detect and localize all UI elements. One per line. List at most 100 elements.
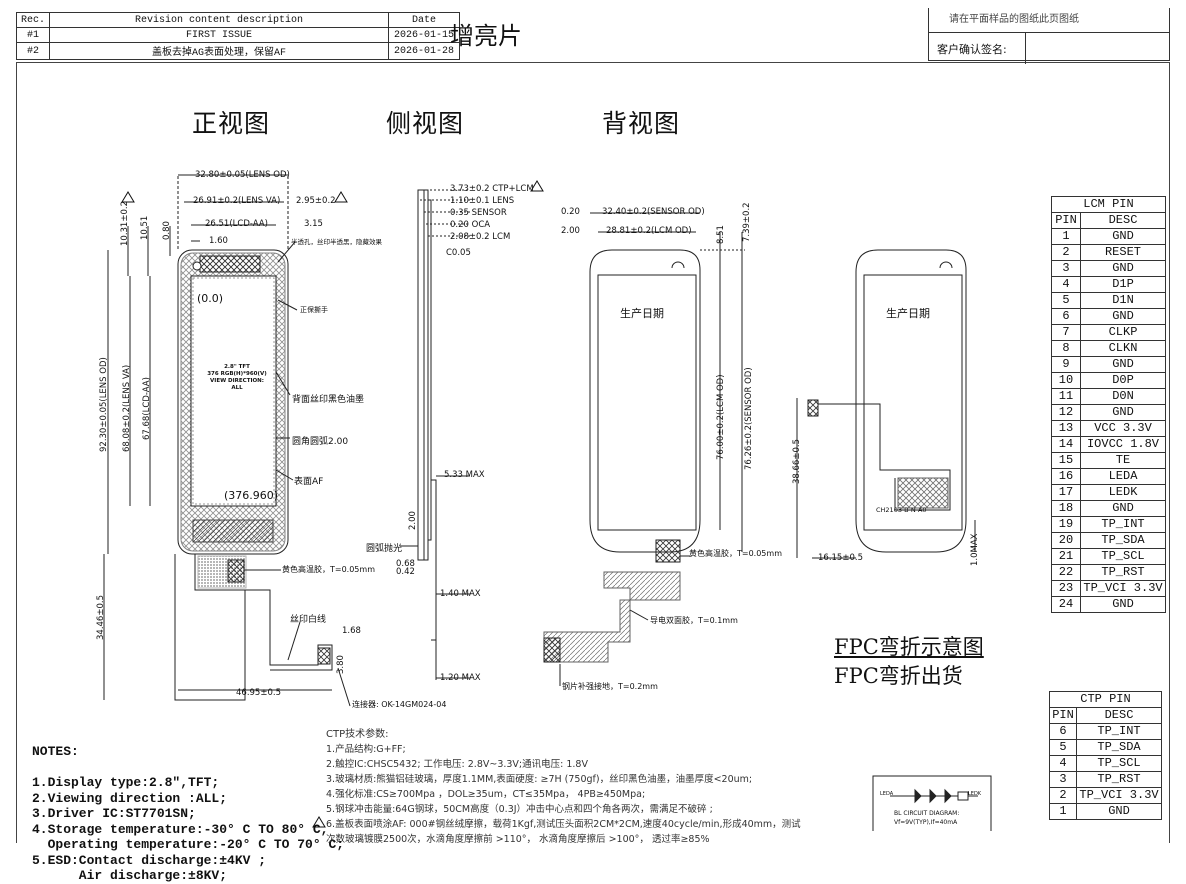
lcm-pin-number: 23 xyxy=(1051,580,1081,597)
panel-text-line: 2.8" TFT xyxy=(224,364,250,370)
lcm-pin-number: 16 xyxy=(1051,468,1081,485)
ctp-spec-line: 次数玻璃镀膜2500次，水滴角度摩擦前 >110°， 水滴角度摩擦后 >100°… xyxy=(326,834,710,845)
lcm-pin-number: 19 xyxy=(1051,516,1081,533)
ctp-spec-title: CTP技术参数: xyxy=(326,729,389,740)
dim-373: 3.73±0.2 CTP+LCM xyxy=(450,184,534,194)
panel-text-line: ALL xyxy=(231,385,243,391)
dim-1615: 16.15±0.5 xyxy=(818,553,863,563)
ctp-spec-line: 4.强化标准:CS≥700Mpa ，DOL≥35um，CT≤35Mpa， 4PB… xyxy=(326,789,646,800)
revision-row: #2 盖板去掉AG表面处理，保留AF 2026-01-28 xyxy=(15,42,461,60)
steel-note: 钢片补强接地，T=0.2mm xyxy=(562,682,658,691)
lcm-pin-desc: LEDK xyxy=(1080,484,1166,501)
fpc-ship-title: FPC弯折出货 xyxy=(834,664,963,688)
lcm-pin-number: 12 xyxy=(1051,404,1081,421)
lcm-pin-title: LCM PIN xyxy=(1051,196,1166,213)
panel-text-line: VIEW DIRECTION: xyxy=(210,378,264,384)
lcm-pin-desc: TP_SDA xyxy=(1080,532,1166,549)
ctp-pin-number: 3 xyxy=(1049,771,1077,788)
lcm-pin-desc: D1P xyxy=(1080,276,1166,293)
ctp-pin-title-row: CTP PIN xyxy=(1049,691,1162,708)
lcm-pin-desc: TE xyxy=(1080,452,1166,469)
ctp-pin-head-pin: PIN xyxy=(1049,707,1077,724)
engineering-drawing xyxy=(103,174,992,831)
dim-020: 0.20 OCA xyxy=(450,220,491,230)
fpc-bend-view xyxy=(796,249,976,559)
lcm-pin-desc: IOVCC 1.8V xyxy=(1080,436,1166,453)
bl-circuit-title: BL CIRCUIT DIAGRAM: xyxy=(894,810,960,817)
lcm-pin-head-pin: PIN xyxy=(1051,212,1081,229)
back-lcm xyxy=(597,274,697,531)
lcm-pin-head-row: PIN DESC xyxy=(1051,212,1166,229)
fpc-date-label: 生产日期 xyxy=(886,307,930,320)
lcm-pin-desc: TP_VCI 3.3V xyxy=(1080,580,1166,597)
lcm-pin-desc: VCC 3.3V xyxy=(1080,420,1166,437)
lcm-pin-desc: GND xyxy=(1080,260,1166,277)
dim-110: 1.10±0.1 LENS xyxy=(450,196,515,206)
lcm-pin-number: 6 xyxy=(1051,308,1081,325)
lcm-pin-desc: GND xyxy=(1080,308,1166,325)
ctp-spec-block: CTP技术参数: 1.产品结构:G+FF;2.触控IC:CHSC5432; 工作… xyxy=(326,727,801,847)
lcm-pin-title-row: LCM PIN xyxy=(1051,196,1166,213)
warning-icon xyxy=(121,180,544,828)
front-view xyxy=(103,174,351,707)
lcm-pin-number: 22 xyxy=(1051,564,1081,581)
ctp-pin-desc: TP_SCL xyxy=(1076,755,1162,772)
bl-circuit-spec: Vf=9V(TYP),If=40mA xyxy=(894,819,958,826)
revision-row: #1 FIRST ISSUE 2026-01-15 xyxy=(15,27,461,43)
note-line: 4.Storage temperature:-30° C TO 80° C, xyxy=(32,821,329,837)
dim-140: 1.40 MAX xyxy=(440,589,481,599)
dim-3446: 34.46±0.5 xyxy=(96,595,106,640)
lcm-pin-number: 24 xyxy=(1051,596,1081,613)
bl-ledk-label: LEDK xyxy=(968,791,982,797)
lcm-pin-desc: TP_RST xyxy=(1080,564,1166,581)
polish-note: 圆弧抛光 xyxy=(366,544,403,554)
dim-208: 2.08±0.2 LCM xyxy=(450,232,511,242)
dim-lcd-aa-width: 26.51(LCD-AA) xyxy=(205,219,268,229)
panel-text: 2.8" TFT 376 RGB(H)*960(V) VIEW DIRECTIO… xyxy=(198,364,276,392)
note-line: 5.ESD:Contact discharge:±4KV ; xyxy=(32,852,267,868)
front-view-title: 正视图 xyxy=(192,109,271,138)
conductive-note: 导电双面胶，T=0.1mm xyxy=(650,616,738,625)
dim-3866: 38.66±0.5 xyxy=(792,439,802,484)
dim-lcm-od-h: 76.00±0.2(LCM OD) xyxy=(716,374,726,460)
lcm-pin-number: 8 xyxy=(1051,340,1081,357)
customer-sign-label: 客户确认签名: xyxy=(929,33,1026,64)
dim-120: 1.20 MAX xyxy=(440,673,481,683)
lcm-pin-number: 20 xyxy=(1051,532,1081,549)
dim-lens-od-height: 92.30±0.05(LENS OD) xyxy=(99,357,109,452)
rev-no: #2 xyxy=(15,42,51,60)
dim-10max: 1.0MAX xyxy=(970,533,980,567)
dim-back-020: 0.20 xyxy=(561,207,580,217)
dim-739: 7.39±0.2 xyxy=(742,202,752,242)
lcm-pin-number: 21 xyxy=(1051,548,1081,565)
ctp-pin-number: 5 xyxy=(1049,739,1077,756)
lcm-pin-desc: GND xyxy=(1080,356,1166,373)
front-lens-outline xyxy=(177,249,289,555)
back-view-title: 背视图 xyxy=(602,109,681,138)
connector-note: 连接器: OK-14GM024-04 xyxy=(352,700,447,709)
ctp-pin-desc: GND xyxy=(1076,803,1162,820)
dim-sensor-od: 32.40±0.2(SENSOR OD) xyxy=(602,207,705,217)
ctp-pin-number: 4 xyxy=(1049,755,1077,772)
lcm-pin-desc: D0N xyxy=(1080,388,1166,405)
lcm-pin-number: 11 xyxy=(1051,388,1081,405)
lcm-pin-desc: CLKN xyxy=(1080,340,1166,357)
dim-1051: 10.51 xyxy=(140,215,150,240)
origin-label: (0.0) xyxy=(197,292,224,305)
lcm-pin-number: 10 xyxy=(1051,372,1081,389)
lcm-pin-number: 7 xyxy=(1051,324,1081,341)
dim-back-200: 2.00 xyxy=(561,226,580,236)
ctp-spec-line: 1.产品结构:G+FF; xyxy=(326,744,406,755)
